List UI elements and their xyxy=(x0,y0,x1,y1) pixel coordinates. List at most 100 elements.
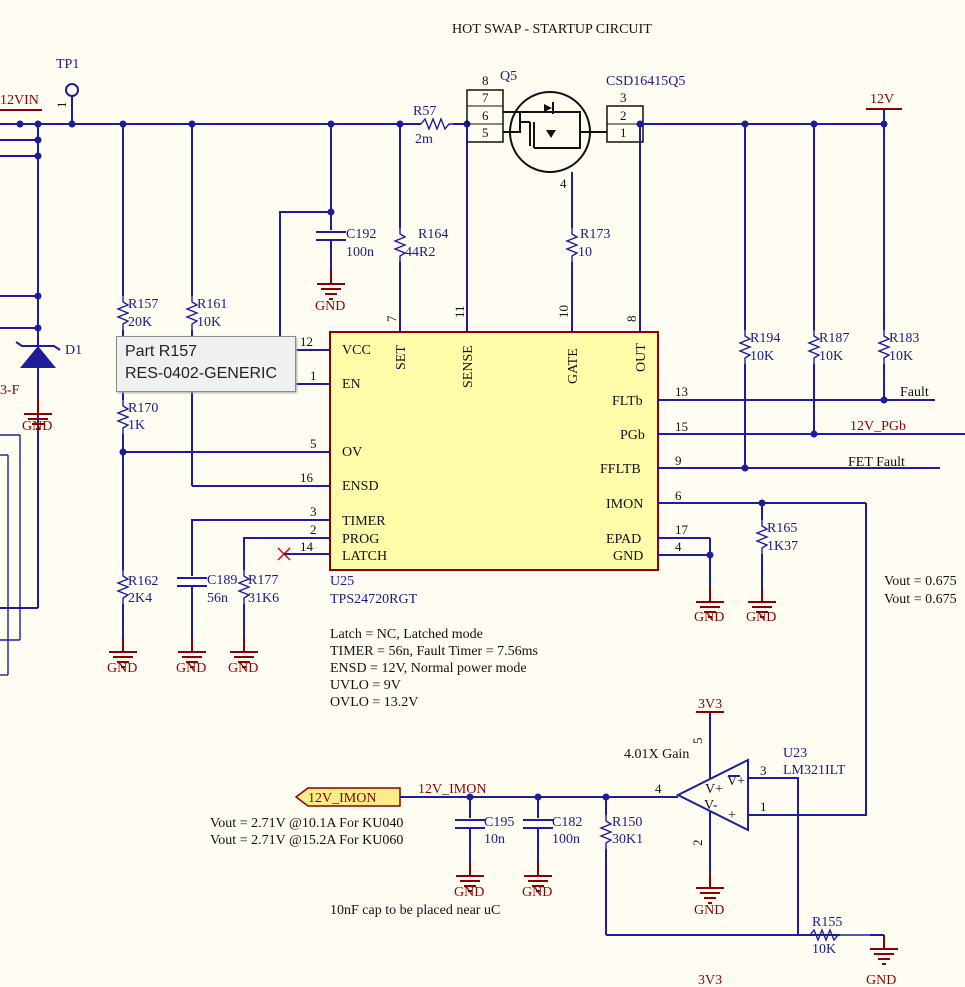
gnd-label: GND xyxy=(694,903,724,918)
r183-ref: R183 xyxy=(889,331,919,346)
u25-ref: U25 xyxy=(330,574,354,589)
c182-val: 100n xyxy=(552,832,580,847)
timer-prog-network: GND C189 56n GND R177 31K6 xyxy=(176,519,330,676)
svg-text:16: 16 xyxy=(300,470,314,485)
q5-pin-6: 6 xyxy=(482,108,489,123)
r177-ref: R177 xyxy=(248,573,278,588)
c182-ref: C182 xyxy=(552,815,582,830)
c195-ref: C195 xyxy=(484,815,514,830)
svg-text:6: 6 xyxy=(675,488,682,503)
u25-pin-sense: SENSE xyxy=(461,345,476,388)
r170-val: 1K xyxy=(128,418,145,433)
u25-pin-gnd: GND xyxy=(613,549,643,564)
gnd-label: GND xyxy=(176,661,206,676)
svg-text:10: 10 xyxy=(556,305,571,318)
d1-ref: D1 xyxy=(65,343,82,358)
svg-text:2: 2 xyxy=(310,522,317,537)
q5-part: CSD16415Q5 xyxy=(606,74,685,89)
tp1-pin: 1 xyxy=(54,102,69,109)
svg-text:OVLO = 13.2V: OVLO = 13.2V xyxy=(330,695,418,710)
tooltip-part-name: RES-0402-GENERIC xyxy=(125,365,278,382)
svg-text:UVLO = 9V: UVLO = 9V xyxy=(330,678,401,693)
svg-text:9: 9 xyxy=(675,453,682,468)
capacitor-c192: GND C192 100n xyxy=(279,124,376,350)
net-label-fet-fault: FET Fault xyxy=(848,455,905,470)
design-notes: Latch = NC, Latched mode TIMER = 56n, Fa… xyxy=(330,627,538,710)
u25-pin-out: OUT xyxy=(634,343,649,372)
q5-pin-2: 2 xyxy=(620,108,627,123)
gnd-label: GND xyxy=(522,885,552,900)
c192-val: 100n xyxy=(346,245,374,260)
resistor-r57: R57 2m xyxy=(413,104,453,147)
r157-ref: R157 xyxy=(128,297,158,312)
sheet-title: HOT SWAP - STARTUP CIRCUIT xyxy=(452,22,652,37)
left-wiring xyxy=(0,124,42,676)
r173-val: 10 xyxy=(578,245,592,260)
svg-text:TIMER = 56n, Fault Timer = 7.5: TIMER = 56n, Fault Timer = 7.56ms xyxy=(330,644,538,659)
svg-text:4: 4 xyxy=(675,539,682,554)
u25-output-nets: GND Fault 12V_PGb FET Fault R194 10K R18… xyxy=(658,124,965,816)
resistor-r161: R161 10K xyxy=(186,124,330,487)
r150-val: 30K1 xyxy=(612,832,643,847)
vout-note-ku040: Vout = 2.71V @10.1A For KU040 xyxy=(210,816,403,831)
net-label-3v3: 3V3 xyxy=(698,697,722,712)
gain-label: 4.01X Gain xyxy=(624,747,689,762)
r155-val: 10K xyxy=(812,942,836,957)
net-label-fault: Fault xyxy=(900,385,929,400)
r170-ref: R170 xyxy=(128,401,158,416)
r150-ref: R150 xyxy=(612,815,642,830)
svg-text:Latch = NC, Latched mode: Latch = NC, Latched mode xyxy=(330,627,483,642)
svg-text:1: 1 xyxy=(760,799,767,814)
svg-text:V-: V- xyxy=(704,798,718,813)
u25-pin-latch: LATCH xyxy=(342,549,387,564)
svg-text:5: 5 xyxy=(310,436,317,451)
svg-text:14: 14 xyxy=(300,539,314,554)
svg-text:V+: V+ xyxy=(727,774,745,789)
r164-ref: R164 xyxy=(418,227,448,242)
u25-pin-imon: IMON xyxy=(606,497,643,512)
net-label-3v3-bottom: 3V3 xyxy=(698,973,722,987)
svg-text:3: 3 xyxy=(310,504,317,519)
q5-pin-5: 5 xyxy=(482,125,489,140)
gnd-label: GND xyxy=(22,419,52,434)
svg-text:5: 5 xyxy=(690,738,705,745)
svg-text:1: 1 xyxy=(310,368,317,383)
r57-val: 2m xyxy=(415,132,433,147)
svg-text:7: 7 xyxy=(384,315,399,322)
svg-text:13: 13 xyxy=(675,384,688,399)
r164-val: 44R2 xyxy=(405,245,435,260)
imon-output-net: 12V_IMON 12V_IMON GND C195 10n GND C182 … xyxy=(210,782,899,987)
r162-val: 2K4 xyxy=(128,591,152,606)
tp1-ref: TP1 xyxy=(56,57,79,72)
r194-ref: R194 xyxy=(750,331,780,346)
u25-pin-vcc: VCC xyxy=(342,343,371,358)
svg-text:3: 3 xyxy=(760,763,767,778)
r194-val: 10K xyxy=(750,349,774,364)
r161-val: 10K xyxy=(197,315,221,330)
u25-pin-gate: GATE xyxy=(566,348,581,384)
u25-pin-ensd: ENSD xyxy=(342,479,379,494)
vout-note-ku060: Vout = 2.71V @15.2A For KU060 xyxy=(210,833,403,848)
svg-text:17: 17 xyxy=(675,522,689,537)
testpoint-tp1: TP1 1 xyxy=(54,57,79,124)
r187-ref: R187 xyxy=(819,331,849,346)
vout-note-2: Vout = 0.675 xyxy=(884,592,957,607)
uv-ov-divider: GND R157 20K R170 1K R162 2K4 xyxy=(107,124,330,676)
u23-part: LM321ILT xyxy=(783,763,846,778)
r157-val: 20K xyxy=(128,315,152,330)
r165-val: 1K37 xyxy=(767,539,798,554)
u25-top-feeds: R164 44R2 R173 10 xyxy=(394,124,641,332)
q5-pin-7: 7 xyxy=(482,90,489,105)
r173-ref: R173 xyxy=(580,227,610,242)
c192-ref: C192 xyxy=(346,227,376,242)
r161-ref: R161 xyxy=(197,297,227,312)
net-label-12vin: 12VIN xyxy=(0,93,39,108)
gnd-label: GND xyxy=(454,885,484,900)
gnd-label: GND xyxy=(866,973,896,987)
gnd-label: GND xyxy=(746,610,776,625)
r57-ref: R57 xyxy=(413,104,436,119)
gnd-label: GND xyxy=(315,299,345,314)
port-12v-imon: 12V_IMON xyxy=(308,791,376,806)
part-tooltip: Part R157 RES-0402-GENERIC xyxy=(116,336,296,392)
u25-pin-pgb: PGb xyxy=(620,428,645,443)
